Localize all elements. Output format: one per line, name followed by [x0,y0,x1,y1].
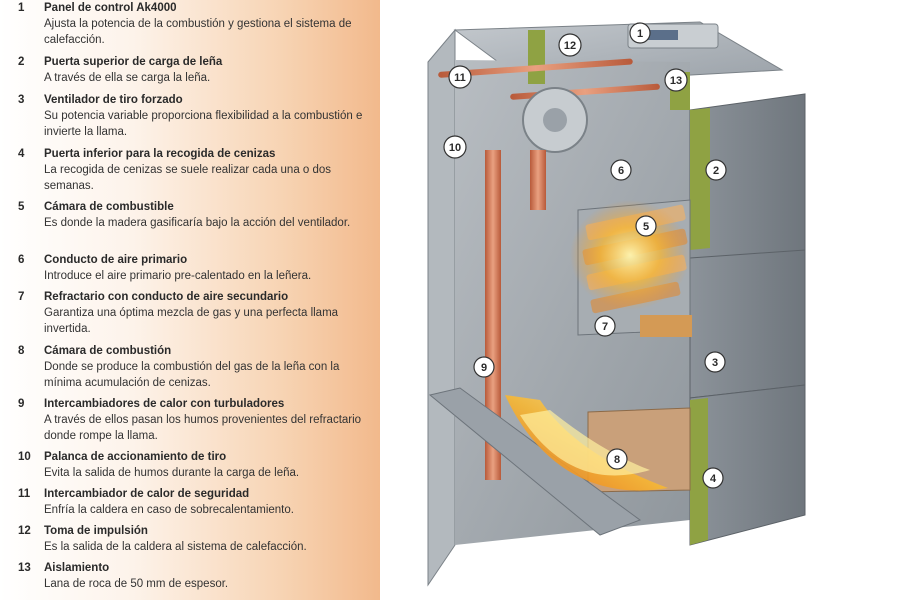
legend-description: Donde se produce la combustión del gas d… [44,361,340,389]
svg-text:5: 5 [643,221,649,233]
svg-text:4: 4 [710,473,717,485]
svg-text:12: 12 [564,40,576,52]
svg-text:3: 3 [712,357,718,369]
legend-number: 1 [18,2,25,14]
fuel-chamber-glow [570,200,690,310]
callout-marker: 11 [448,65,472,89]
left-outer-wall [427,28,456,587]
svg-text:7: 7 [602,321,608,333]
legend-description: Es donde la madera gasificaría bajo la a… [44,217,351,229]
legend-title: Refractario con conducto de aire secunda… [44,291,289,303]
legend-title: Ventilador de tiro forzado [44,94,183,106]
legend-description: A través de ella se carga la leña. [44,72,211,84]
legend-number: 7 [18,291,25,303]
boiler-body [427,21,806,587]
legend-number: 11 [18,488,31,500]
legend-description: Lana de roca de 50 mm de espesor. [44,578,229,590]
callout-marker: 10 [443,135,467,159]
callout-marker: 1 [629,22,651,44]
legend-number: 4 [18,148,25,160]
heat-exchanger-tube [485,150,501,480]
legend-description: Garantiza una óptima mezcla de gas y una… [44,307,339,335]
legend-number: 13 [18,562,31,574]
callout-marker: 5 [635,215,657,237]
insulation-top [528,30,545,84]
legend-description: Es la salida de la caldera al sistema de… [44,541,307,553]
legend-number: 2 [18,56,25,68]
legend-title: Toma de impulsión [44,525,148,537]
callout-marker: 4 [702,467,724,489]
heat-exchanger-tube [530,150,546,210]
legend-title: Puerta inferior para la recogida de ceni… [44,148,276,160]
legend-title: Conducto de aire primario [44,254,188,266]
callout-marker: 13 [664,68,688,92]
insulation-door-upper [690,108,710,250]
legend-number: 9 [18,398,25,410]
legend-description: Ajusta la potencia de la combustión y ge… [44,18,352,46]
legend-description: Evita la salida de humos durante la carg… [44,467,300,479]
legend-title: Panel de control Ak4000 [44,2,177,14]
legend-title: Cámara de combustión [44,345,172,357]
legend-description: A través de ellos pasan los humos proven… [44,414,362,442]
legend-description: La recogida de cenizas se suele realizar… [44,164,332,192]
svg-text:8: 8 [614,454,620,466]
refractory-block [640,315,692,337]
callout-marker: 8 [606,448,628,470]
legend-number: 3 [18,94,25,106]
callout-markers: 1 2 3 4 5 6 7 8 9 10 11 12 13 [443,22,727,489]
callout-marker: 9 [473,356,495,378]
svg-text:9: 9 [481,362,487,374]
legend-description: Su potencia variable proporciona flexibi… [44,110,363,138]
legend-description: Introduce el aire primario pre-calentado… [44,270,312,282]
draft-fan-hub [543,108,567,132]
legend-description: Enfría la caldera en caso de sobrecalent… [44,504,294,516]
svg-text:6: 6 [618,165,624,177]
legend-title: Palanca de accionamiento de tiro [44,451,227,463]
svg-text:10: 10 [449,142,461,154]
legend-title: Aislamiento [44,562,110,574]
svg-text:1: 1 [637,28,643,40]
callout-marker: 2 [705,159,727,181]
legend-number: 6 [18,254,25,266]
legend-title: Puerta superior de carga de leña [44,56,223,68]
legend-title: Cámara de combustible [44,201,174,213]
callout-marker: 3 [704,351,726,373]
legend-number: 12 [18,525,31,537]
svg-text:11: 11 [454,72,466,84]
callout-marker: 12 [558,33,582,57]
right-middle-panel [689,249,806,399]
legend-number: 5 [18,201,25,213]
legend-number: 8 [18,345,25,357]
safety-heat-exchanger-pipe [438,58,633,78]
svg-text:13: 13 [670,75,682,87]
callout-marker: 7 [594,315,616,337]
boiler-cutaway-diagram: 1 2 3 4 5 6 7 8 9 10 11 12 13 [427,21,806,587]
legend-title: Intercambiadores de calor con turbulador… [44,398,285,410]
control-panel-display [648,30,678,40]
callout-marker: 6 [610,159,632,181]
ash-tray [428,387,642,536]
legend-title: Intercambiador de calor de seguridad [44,488,250,500]
legend-number: 10 [18,451,31,463]
insulation-door-lower [690,398,708,545]
svg-text:2: 2 [713,165,719,177]
